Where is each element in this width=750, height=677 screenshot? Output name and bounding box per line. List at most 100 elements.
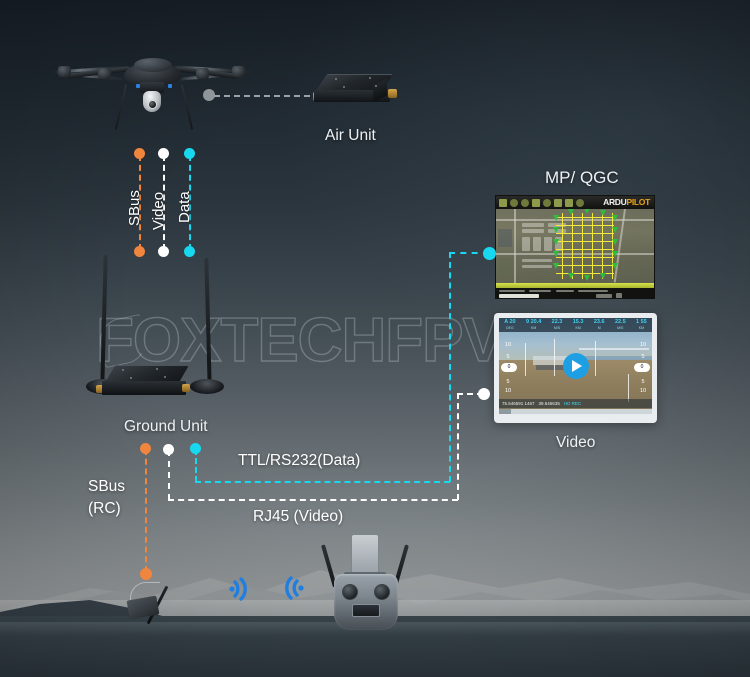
transmitter-right-stick[interactable]: [374, 584, 390, 600]
rc-transmitter-device: [320, 532, 410, 642]
hud-unit: DEG: [506, 325, 514, 330]
screw: [122, 369, 124, 371]
video-turbine: [525, 342, 526, 376]
video-turbine: [627, 373, 629, 403]
hud-unit: KM: [531, 325, 537, 330]
video-footer-right: HD REC: [563, 401, 582, 406]
sbus-link-line: [139, 155, 141, 250]
data-link-line: [189, 155, 191, 250]
transmitter-tablet-mount: [351, 534, 379, 574]
toolbar-icon[interactable]: [532, 198, 540, 207]
rj45-dot-top: [163, 444, 174, 455]
ttl-rs232-label: TTL/RS232(Data): [238, 452, 361, 469]
hud-scale-left-5: 5: [506, 353, 510, 360]
video-link-label: Video: [150, 191, 167, 230]
air-unit-front-panel: [314, 90, 390, 102]
video-structure: [532, 356, 585, 366]
ttl-route-v-left: [195, 449, 197, 482]
mission-planner-map[interactable]: [496, 209, 654, 283]
screw: [164, 376, 166, 378]
wifi-signal-icon-left: [226, 575, 254, 603]
ground-unit-antenna: [204, 257, 212, 387]
screw: [335, 78, 337, 80]
video-link-dot-top: [158, 148, 169, 159]
toolbar-icon[interactable]: [565, 198, 573, 207]
mission-planner-screen[interactable]: ARDUPILOT: [495, 195, 655, 299]
toolbar-icon[interactable]: [576, 198, 584, 207]
logo-ardu-text: ARDU: [603, 197, 627, 207]
hud-scale-right-5b: 5: [641, 378, 645, 385]
video-turbine: [554, 339, 556, 376]
hud-scale-right-5: 5: [641, 353, 645, 360]
transmitter-left-stick[interactable]: [342, 584, 358, 600]
video-link-dot-bottom: [158, 246, 169, 257]
video-progress-bar[interactable]: [499, 409, 652, 414]
sbus-rc-label-line1: SBus: [88, 478, 126, 495]
gimbal-mount: [140, 82, 164, 93]
hud-value: 23.6: [593, 319, 605, 325]
sbus-rc-route-line: [145, 449, 147, 572]
camera-lens-icon: [148, 100, 157, 109]
rj45-route-h-top: [457, 393, 483, 395]
drone-led: [136, 84, 140, 88]
toolbar-icon[interactable]: [543, 198, 551, 207]
hud-scale-right-10: 10: [639, 342, 647, 349]
video-turbine: [595, 341, 597, 376]
hud-value: 9 20.4: [525, 319, 542, 325]
toolbar-icon[interactable]: [554, 198, 562, 207]
screw: [375, 85, 377, 87]
wifi-signal-icon-right: [285, 573, 313, 603]
receiver-antenna-wire: [130, 582, 160, 600]
sbus-rc-label-line2: (RC): [88, 500, 121, 517]
hud-value: 22.5: [614, 319, 626, 325]
map-building: [522, 237, 530, 251]
hud-value: 22.3: [551, 319, 563, 325]
hud-value: 15.3: [572, 319, 584, 325]
hud-unit: KM: [638, 325, 645, 330]
map-building: [555, 237, 563, 251]
hud-value: A 20: [504, 319, 516, 325]
mission-planner-toolbar[interactable]: ARDUPILOT: [496, 196, 654, 209]
ground-unit-antenna: [100, 254, 108, 388]
hud-unit: M: [597, 325, 601, 330]
rc-receiver-device: [126, 582, 198, 625]
data-link-dot-bottom: [184, 246, 195, 257]
transmitter-body: [334, 574, 398, 630]
sbus-link-dot-bottom: [134, 246, 145, 257]
toolbar-icon[interactable]: [510, 198, 518, 207]
mission-planner-status-bar: [496, 283, 654, 288]
air-unit-device: [313, 74, 397, 110]
map-building: [544, 237, 552, 251]
map-road: [496, 219, 654, 221]
map-parcel: [498, 229, 512, 247]
screw: [369, 77, 371, 79]
video-structure: [578, 347, 649, 350]
data-link-label: Data: [176, 191, 193, 223]
drone-led: [168, 84, 172, 88]
video-footer-mid: 39.645635: [538, 401, 560, 406]
drone-illustration: [48, 48, 253, 138]
drone-canopy: [134, 58, 172, 72]
map-building: [533, 237, 541, 251]
drone-motor: [98, 68, 111, 79]
toolbar-icon[interactable]: [499, 198, 507, 207]
video-structure: [535, 365, 582, 370]
drone-motor: [58, 66, 71, 77]
toolbar-icon[interactable]: [521, 198, 529, 207]
mission-planner-bottom-panel[interactable]: [496, 288, 654, 298]
play-button-icon[interactable]: [562, 353, 589, 379]
watermark-text: FOXTECHFPV: [95, 305, 504, 375]
video-footer-bar: 75.546591 1467 39.645635 HD REC: [499, 399, 652, 408]
logo-pilot-text: PILOT: [626, 197, 650, 207]
video-footer-left: 75.546591 1467: [502, 401, 535, 406]
sbus-link-dot-top: [134, 148, 145, 159]
